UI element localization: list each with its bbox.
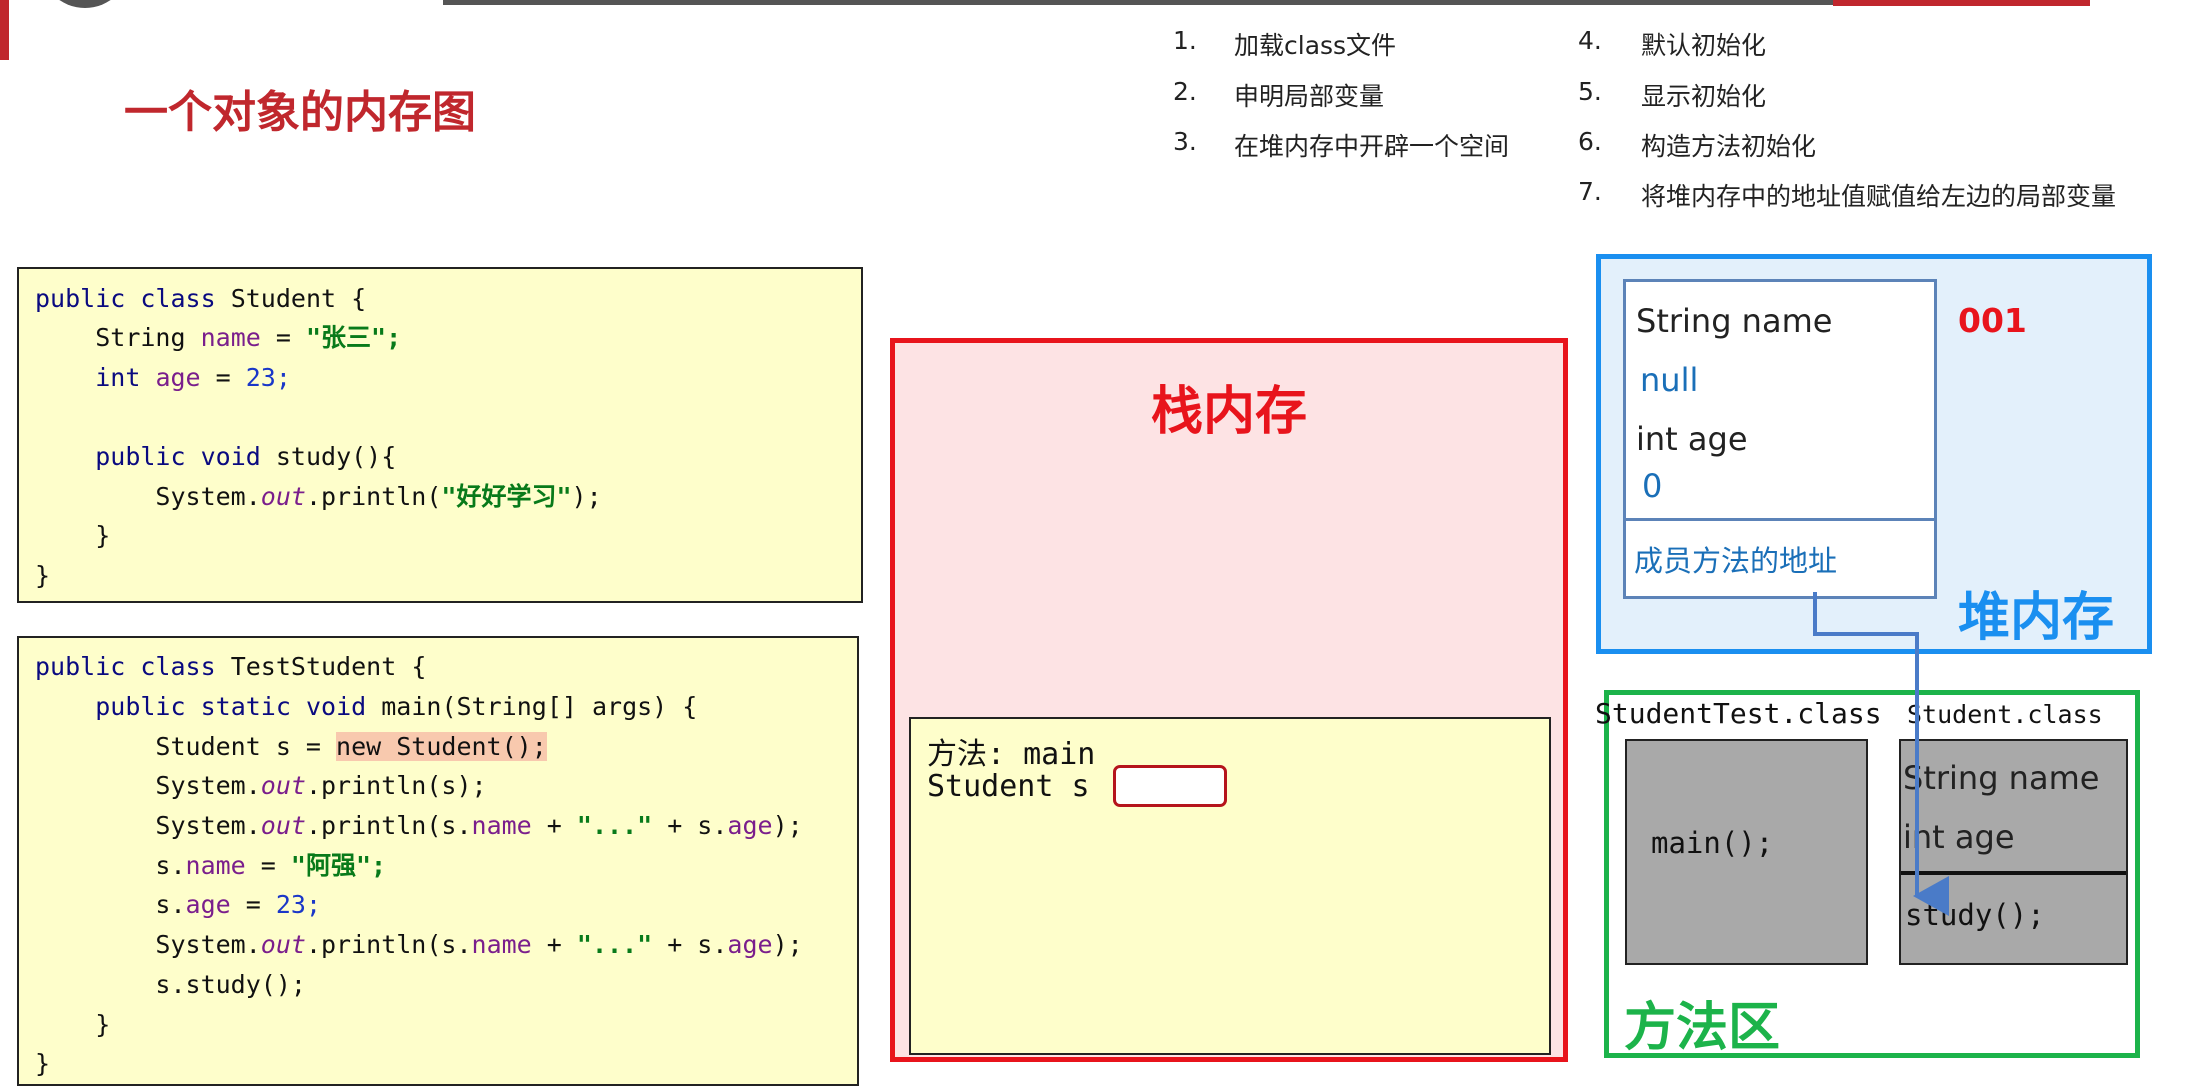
step-text: 构造方法初始化 [1641, 132, 1817, 161]
step-num: 6. [1578, 127, 1602, 156]
student-test-class-block: main(); [1625, 739, 1868, 965]
stack-memory-region: 栈内存 方法: main Student s [890, 338, 1568, 1062]
code-line: public void study(){ [95, 442, 397, 471]
code-line: System.out.println(s.name + "..." + s.ag… [155, 930, 803, 959]
class-field-age: int age [1903, 818, 2015, 856]
field-name-label: String name [1636, 302, 1833, 340]
code-line: } [35, 561, 51, 590]
top-rule [443, 0, 1993, 5]
method-address-label: 成员方法的地址 [1634, 544, 1838, 578]
code-line: public static void main(String[] args) { [95, 692, 698, 721]
highlighted-new-expression: new Student(); [336, 732, 547, 761]
field-name-value: null [1640, 361, 1699, 399]
code-line: } [95, 1010, 111, 1039]
student-class-block: String name int age study(); [1899, 739, 2128, 965]
code-line: } [95, 521, 111, 550]
heap-title: 堆内存 [1958, 588, 2115, 648]
student-class-code: public class Student { String name = "张三… [17, 267, 863, 603]
step-text: 加载class文件 [1234, 31, 1397, 60]
code-line: String name = "张三"; [95, 323, 402, 352]
step-text: 申明局部变量 [1234, 82, 1385, 111]
code-line: Student s = new Student(); [155, 732, 547, 761]
step-text: 将堆内存中的地址值赋值给左边的局部变量 [1641, 182, 2117, 211]
stack-title: 栈内存 [1150, 382, 1307, 442]
code-line: public class TestStudent { [35, 652, 427, 681]
step-num: 2. [1173, 77, 1197, 106]
code-line: public class Student { [35, 284, 367, 313]
object-divider [1626, 518, 1934, 521]
class-block-divider [1901, 871, 2126, 875]
heap-memory-region: String name null int age 0 成员方法的地址 001 堆… [1596, 254, 2152, 654]
step-num: 5. [1578, 77, 1602, 106]
step-num: 3. [1173, 127, 1197, 156]
main-method-entry: main(); [1651, 826, 1774, 860]
code-line: int age = 23; [95, 363, 291, 392]
code-line: System.out.println("好好学习"); [155, 482, 602, 511]
step-num: 1. [1173, 26, 1197, 55]
main-stack-frame: 方法: main Student s [909, 717, 1551, 1055]
method-area-title: 方法区 [1624, 998, 1781, 1058]
student-test-class-name: StudentTest.class [1595, 697, 1882, 730]
field-age-label: int age [1636, 420, 1748, 458]
class-field-name: String name [1903, 759, 2100, 797]
student-class-name: Student.class [1907, 700, 2103, 729]
code-line: s.age = 23; [155, 890, 321, 919]
step-text: 默认初始化 [1641, 31, 1767, 60]
heap-object-001: String name null int age 0 成员方法的地址 [1623, 279, 1937, 599]
step-text: 在堆内存中开辟一个空间 [1234, 132, 1510, 161]
step-num: 7. [1578, 177, 1602, 206]
test-student-code: public class TestStudent { public static… [17, 636, 859, 1086]
top-rule-accent [1833, 0, 2090, 6]
variable-s-slot [1113, 765, 1227, 807]
left-accent-bar [0, 0, 9, 60]
code-line: System.out.println(s); [155, 771, 487, 800]
field-age-value: 0 [1642, 467, 1663, 505]
object-address: 001 [1958, 301, 2027, 340]
step-num: 4. [1578, 26, 1602, 55]
frame-method-label: 方法: main [927, 737, 1096, 772]
frame-variable-label: Student s [927, 769, 1090, 804]
step-text: 显示初始化 [1641, 82, 1767, 111]
code-line: s.name = "阿强"; [155, 851, 387, 880]
code-line: s.study(); [155, 970, 306, 999]
logo-circle-fragment [40, 0, 130, 8]
code-line: System.out.println(s.name + "..." + s.ag… [155, 811, 803, 840]
page-title: 一个对象的内存图 [124, 87, 476, 138]
